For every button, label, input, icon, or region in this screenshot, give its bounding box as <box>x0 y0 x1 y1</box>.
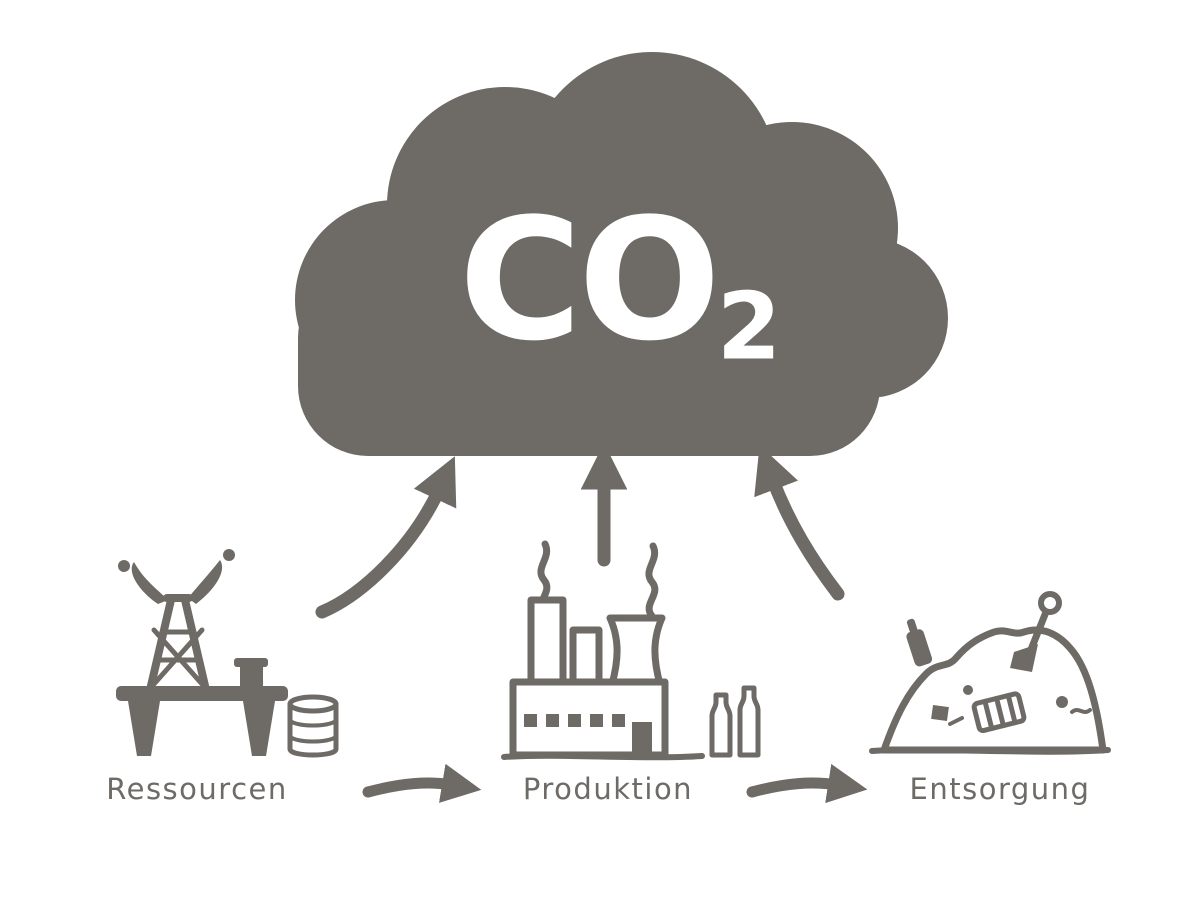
co2-label: CO2 <box>430 196 810 373</box>
stage-label-produktion: Produktion <box>522 772 694 806</box>
drilling-platform <box>116 658 288 756</box>
stage-label-ressourcen: Ressourcen <box>106 772 288 806</box>
trash-bottle-icon <box>906 618 933 667</box>
shovel-icon <box>1010 591 1062 672</box>
factory-icon <box>501 540 761 761</box>
oil-gusher-icon <box>118 549 235 604</box>
landfill-ground-line <box>869 746 1111 755</box>
derrick-tower <box>146 594 210 694</box>
co2-subscript: 2 <box>716 272 782 381</box>
co2-gas-text: CO <box>458 182 721 378</box>
factory-windows <box>524 714 652 755</box>
factory-ground-line <box>501 752 705 761</box>
co2-cloud-shape <box>295 52 948 456</box>
resources-to-cloud-arrow <box>315 456 457 619</box>
stage-label-entsorgung: Entsorgung <box>909 772 1091 806</box>
bottle-icon <box>709 685 761 758</box>
resources-to-production-arrow <box>362 763 482 803</box>
garbage-mound <box>880 626 1107 754</box>
landfill-icon <box>869 591 1111 755</box>
oil-rig-icon <box>116 549 339 758</box>
debris-bits <box>931 685 1092 726</box>
oil-barrel-icon <box>287 694 339 758</box>
disposal-to-cloud-arrow <box>754 445 845 601</box>
production-to-disposal-arrow <box>746 763 868 804</box>
crate-icon <box>971 691 1027 734</box>
